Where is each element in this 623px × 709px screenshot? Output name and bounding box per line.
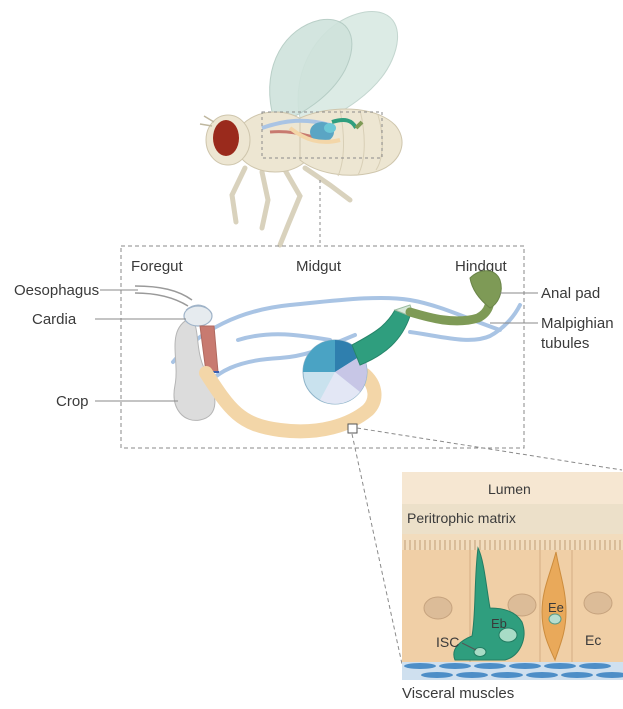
- label-malpighian-line2: tubules: [541, 335, 589, 352]
- fly-legs: [232, 168, 350, 245]
- label-peritrophic-matrix: Peritrophic matrix: [407, 510, 516, 526]
- ee-nucleus: [549, 614, 561, 624]
- label-midgut: Midgut: [296, 258, 342, 275]
- isc-nucleus: [474, 648, 486, 657]
- label-anal-pad: Anal pad: [541, 285, 600, 302]
- label-malpighian-line1: Malpighian: [541, 315, 614, 332]
- connector-inset-right: [357, 428, 622, 470]
- label-cardia: Cardia: [32, 311, 77, 328]
- fly-illustration: [200, 12, 402, 246]
- fly-eye: [213, 120, 239, 156]
- label-crop: Crop: [56, 393, 89, 410]
- label-ec: Ec: [585, 632, 601, 648]
- label-visceral-muscles: Visceral muscles: [402, 685, 514, 702]
- connector-inset-left: [352, 434, 402, 664]
- oesophagus-tube: [135, 286, 192, 306]
- ec-nucleus-3: [584, 592, 612, 614]
- epithelium-inset: Lumen Peritrophic matrix Ee Eb ISC Ec: [402, 472, 623, 680]
- inset-selection-box: [348, 424, 357, 433]
- posterior-midgut: [352, 310, 410, 365]
- anal-pad: [470, 271, 501, 308]
- label-ee: Ee: [548, 600, 564, 615]
- label-eb: Eb: [491, 616, 507, 631]
- label-isc: ISC: [436, 634, 459, 650]
- ec-nucleus-1: [424, 597, 452, 619]
- cardia-organ: [184, 305, 212, 326]
- label-oesophagus: Oesophagus: [14, 282, 99, 299]
- label-lumen: Lumen: [488, 481, 531, 497]
- label-foregut: Foregut: [131, 258, 184, 275]
